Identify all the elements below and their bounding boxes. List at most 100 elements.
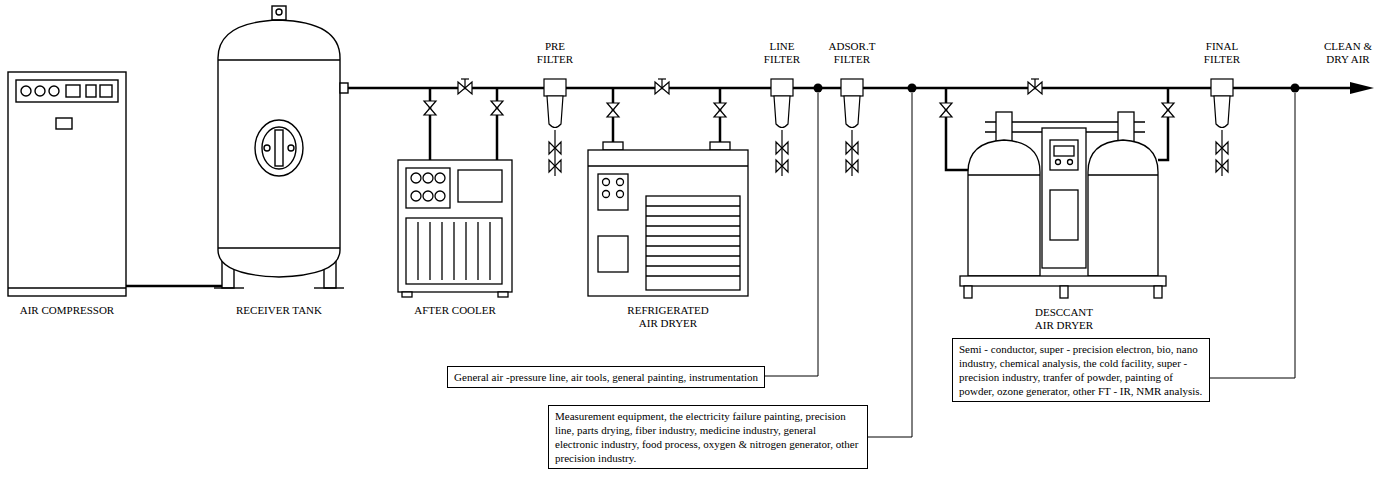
part-label: RECEIVER TANK <box>214 304 344 317</box>
desiccant-dryer <box>960 112 1166 298</box>
filter-housing-part <box>547 96 563 128</box>
refrigerated-dryer-part <box>588 150 748 296</box>
refrigerated-dryer-part <box>710 142 730 150</box>
junction-dot-part <box>814 84 823 93</box>
refrigerated-dryer-part <box>646 225 740 226</box>
after-cooler-part <box>417 222 418 280</box>
after-cooler-part <box>435 191 445 201</box>
main-pipe-part <box>496 88 499 160</box>
desiccant-dryer-part <box>960 276 1166 286</box>
receiver-tank-part <box>275 130 283 166</box>
refrigerated-dryer-part <box>646 205 740 206</box>
part-label: FINAL FILTER <box>1199 40 1245 66</box>
receiver-tank-part <box>288 145 294 151</box>
refrigerated-dryer-part <box>588 165 748 166</box>
receiver-tank-part <box>264 145 270 151</box>
main-pipe-part <box>719 88 722 150</box>
air-compressor-part <box>86 85 96 97</box>
after-cooler-part <box>453 222 454 280</box>
filter-housing-part <box>841 79 863 96</box>
receiver-tank-part <box>262 127 296 169</box>
valve-symbol-part <box>491 101 503 115</box>
air-compressor-part <box>16 80 118 102</box>
main-pipe-part <box>1158 88 1168 160</box>
junction-dot-part <box>908 84 917 93</box>
desiccant-dryer-part <box>1056 160 1061 165</box>
air-compressor-part <box>56 118 72 129</box>
valve-symbol-part <box>424 101 436 115</box>
leader-line-part <box>765 93 818 376</box>
application-callout: Semi - conductor, super - precision elec… <box>952 338 1210 402</box>
valve-symbol <box>424 79 1174 117</box>
receiver-tank-part <box>276 9 282 15</box>
flow-arrow-part <box>1350 82 1374 94</box>
after-cooler-part <box>429 222 430 280</box>
after-cooler-part <box>411 173 421 183</box>
desiccant-dryer-part <box>1050 140 1078 170</box>
refrigerated-dryer-part <box>598 236 628 272</box>
receiver-tank-part <box>218 247 340 248</box>
filter-housing-part <box>1214 96 1230 128</box>
receiver-tank-part <box>218 20 340 277</box>
part-label: ADSOR.T FILTER <box>823 40 881 66</box>
receiver-tank <box>214 6 348 288</box>
leader-line-part <box>868 93 912 437</box>
main-pipe-part <box>612 88 615 150</box>
filter-housing-part <box>549 160 561 172</box>
application-callout: Measurement equipment, the electricity f… <box>548 405 868 469</box>
desiccant-dryer-part <box>1154 286 1162 298</box>
desiccant-dryer-part <box>1068 160 1073 165</box>
refrigerated-dryer-part <box>603 142 623 150</box>
after-cooler-part <box>406 218 502 284</box>
valve-symbol-part <box>1031 78 1039 79</box>
leader-line-part <box>1210 93 1295 378</box>
receiver-tank-part <box>218 59 340 60</box>
after-cooler-part <box>411 191 421 201</box>
desiccant-dryer-part <box>1042 128 1086 268</box>
desiccant-dryer-part <box>968 140 1040 276</box>
part-label: LINE FILTER <box>759 40 805 66</box>
filter-housing-part <box>549 142 561 154</box>
refrigerated-dryer-part <box>603 179 610 186</box>
desiccant-dryer-part <box>1050 190 1078 240</box>
desiccant-dryer-part <box>964 286 972 298</box>
desiccant-dryer-part <box>1088 140 1158 276</box>
filter-housing-part <box>1216 142 1228 154</box>
after-cooler-part <box>441 222 442 280</box>
part-label: DESCCANT AIR DRYER <box>1028 306 1100 332</box>
refrigerated-dryer-part <box>646 245 740 246</box>
refrigerated-dryer-part <box>617 179 624 186</box>
valve-symbol-part <box>607 103 619 117</box>
filter-housing-part <box>544 79 566 96</box>
after-cooler-part <box>423 191 433 201</box>
receiver-tank-part <box>255 120 303 176</box>
valve-symbol-part <box>1034 79 1035 88</box>
refrigerated-dryer-part <box>646 215 740 216</box>
receiver-tank-part <box>314 287 344 288</box>
part-label: AIR COMPRESSOR <box>2 304 132 317</box>
refrigerated-dryer-part <box>603 191 610 198</box>
flow-arrow <box>1350 82 1374 94</box>
valve-symbol-part <box>1162 103 1174 117</box>
after-cooler-part <box>406 168 450 208</box>
desiccant-dryer-part <box>1054 146 1074 156</box>
desiccant-dryer-part <box>968 174 1040 175</box>
valve-symbol-part <box>940 103 952 117</box>
desiccant-dryer-part <box>1060 286 1068 298</box>
receiver-tank-part <box>340 83 348 93</box>
valve-symbol-part <box>658 78 666 79</box>
main-pipe-part <box>429 88 432 160</box>
air-compressor-part <box>8 72 126 296</box>
after-cooler <box>398 160 512 297</box>
after-cooler-part <box>458 170 502 202</box>
after-cooler-part <box>489 222 490 280</box>
valve-symbol-part <box>464 79 465 88</box>
compressor-pipe <box>126 285 222 288</box>
part-label: PRE FILTER <box>532 40 578 66</box>
valve-symbol-part <box>461 78 469 79</box>
refrigerated-dryer-part <box>617 191 624 198</box>
filter-housing-part <box>554 130 555 176</box>
desiccant-dryer-part <box>1118 112 1134 142</box>
callout-text: General air -pressure line, air tools, g… <box>454 370 758 384</box>
